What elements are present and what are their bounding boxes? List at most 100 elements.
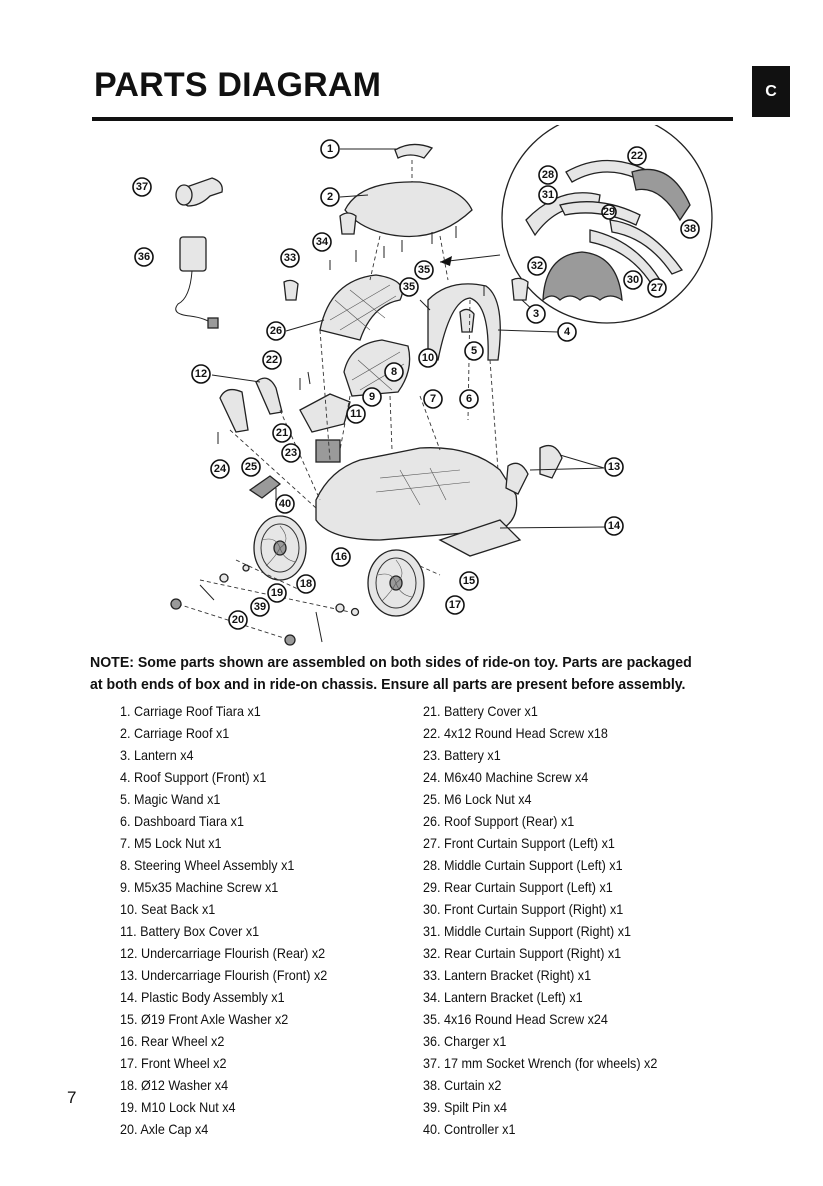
callout-8: 8 — [384, 362, 404, 382]
callout-3: 3 — [526, 304, 546, 324]
parts-diagram: 1 2 3 4 5 6 7 8 9 10 11 12 13 14 15 16 1… — [132, 125, 713, 646]
callout-27: 27 — [647, 278, 667, 298]
assembly-note: NOTE: Some parts shown are assembled on … — [90, 652, 695, 696]
callout-5: 5 — [464, 341, 484, 361]
svg-text:13: 13 — [608, 461, 620, 473]
svg-text:3: 3 — [533, 308, 539, 320]
part-item: 17. Front Wheel x2 — [120, 1055, 227, 1071]
part-item: 8. Steering Wheel Assembly x1 — [120, 857, 295, 873]
part-item: 2. Carriage Roof x1 — [120, 725, 230, 741]
part-item: 36. Charger x1 — [423, 1033, 507, 1049]
callout-30: 30 — [623, 270, 643, 290]
svg-text:23: 23 — [285, 447, 297, 459]
part-item: 33. Lantern Bracket (Right) x1 — [423, 967, 592, 983]
part-item: 7. M5 Lock Nut x1 — [120, 835, 222, 851]
svg-text:33: 33 — [284, 252, 296, 264]
callout-28: 28 — [538, 165, 558, 185]
part-item: 19. M10 Lock Nut x4 — [120, 1099, 236, 1115]
part-item: 18. Ø12 Washer x4 — [120, 1077, 229, 1093]
callout-18: 18 — [296, 574, 316, 594]
part-item: 12. Undercarriage Flourish (Rear) x2 — [120, 945, 326, 961]
part-item: 28. Middle Curtain Support (Left) x1 — [423, 857, 623, 873]
part-item: 21. Battery Cover x1 — [423, 703, 538, 719]
part-item: 25. M6 Lock Nut x4 — [423, 791, 532, 807]
callout-26: 26 — [266, 321, 286, 341]
callout-10: 10 — [418, 348, 438, 368]
part-item: 13. Undercarriage Flourish (Front) x2 — [120, 967, 328, 983]
carriage-roof-tiara-part — [394, 143, 434, 159]
battery-box-cover-part — [299, 393, 351, 433]
front-flourish-part — [505, 462, 529, 495]
callout-20: 20 — [228, 610, 248, 630]
part-item: 24. M6x40 Machine Screw x4 — [423, 769, 589, 785]
svg-text:22: 22 — [631, 150, 643, 162]
callout-25: 25 — [241, 457, 261, 477]
part-item: 11. Battery Box Cover x1 — [120, 923, 260, 939]
part-item: 26. Roof Support (Rear) x1 — [423, 813, 575, 829]
rear-wheel-part — [253, 515, 307, 581]
svg-text:5: 5 — [471, 345, 477, 357]
svg-text:1: 1 — [327, 143, 333, 155]
svg-text:10: 10 — [422, 352, 434, 364]
callout-11: 11 — [346, 404, 366, 424]
svg-text:24: 24 — [214, 463, 227, 475]
svg-text:39: 39 — [254, 601, 266, 613]
part-item: 22. 4x12 Round Head Screw x18 — [423, 725, 608, 741]
callout-1: 1 — [320, 139, 340, 159]
socket-wrench-part — [175, 177, 223, 207]
page-number: 7 — [67, 1088, 77, 1107]
callout-2: 2 — [320, 187, 340, 207]
part-item: 34. Lantern Bracket (Left) x1 — [423, 989, 583, 1005]
part-item: 23. Battery x1 — [423, 747, 501, 763]
battery-part — [315, 439, 341, 463]
page-title: PARTS DIAGRAM — [94, 66, 382, 104]
svg-text:30: 30 — [627, 274, 639, 286]
callout-23: 23 — [281, 443, 301, 463]
callout-22b: 22 — [627, 146, 647, 166]
callout-34: 34 — [312, 232, 332, 252]
seat-back-part — [343, 339, 411, 397]
part-item: 38. Curtain x2 — [423, 1077, 502, 1093]
front-wheel-part — [367, 549, 425, 617]
svg-text:36: 36 — [138, 251, 150, 263]
svg-text:9: 9 — [369, 391, 375, 403]
callout-17: 17 — [445, 595, 465, 615]
note-label: NOTE: — [90, 654, 134, 671]
svg-text:31: 31 — [542, 189, 554, 201]
callout-24: 24 — [210, 459, 230, 479]
callout-33: 33 — [280, 248, 300, 268]
part-item: 39. Spilt Pin x4 — [423, 1099, 508, 1115]
part-item: 15. Ø19 Front Axle Washer x2 — [120, 1011, 289, 1027]
callout-31: 31 — [538, 185, 558, 205]
svg-text:16: 16 — [335, 551, 347, 563]
callout-16: 16 — [331, 547, 351, 567]
part-item: 20. Axle Cap x4 — [120, 1121, 209, 1137]
front-roof-support-part — [427, 283, 501, 361]
part-item: 40. Controller x1 — [423, 1121, 516, 1137]
part-item: 30. Front Curtain Support (Right) x1 — [423, 901, 624, 917]
carriage-roof-part — [344, 181, 473, 238]
part-item: 27. Front Curtain Support (Left) x1 — [423, 835, 615, 851]
svg-text:8: 8 — [391, 366, 397, 378]
svg-text:4: 4 — [564, 326, 571, 338]
svg-text:18: 18 — [300, 578, 312, 590]
part-item: 37. 17 mm Socket Wrench (for wheels) x2 — [423, 1055, 658, 1071]
part-item: 29. Rear Curtain Support (Left) x1 — [423, 879, 613, 895]
section-tab: C — [752, 66, 790, 117]
part-item: 1. Carriage Roof Tiara x1 — [120, 703, 261, 719]
svg-text:35: 35 — [403, 281, 415, 293]
svg-text:19: 19 — [271, 587, 283, 599]
svg-text:35: 35 — [418, 264, 430, 276]
parts-list-right: 21. Battery Cover x1 22. 4x12 Round Head… — [423, 700, 657, 1140]
svg-text:15: 15 — [463, 575, 475, 587]
svg-text:14: 14 — [608, 520, 621, 532]
title-rule — [92, 117, 733, 121]
svg-text:21: 21 — [276, 427, 288, 439]
callout-12: 12 — [191, 364, 211, 384]
part-item: 4. Roof Support (Front) x1 — [120, 769, 267, 785]
callout-4: 4 — [557, 322, 577, 342]
part-item: 3. Lantern x4 — [120, 747, 194, 763]
svg-text:29: 29 — [603, 206, 615, 218]
parts-list-left: 1. Carriage Roof Tiara x1 2. Carriage Ro… — [120, 700, 327, 1140]
svg-text:6: 6 — [466, 393, 472, 405]
